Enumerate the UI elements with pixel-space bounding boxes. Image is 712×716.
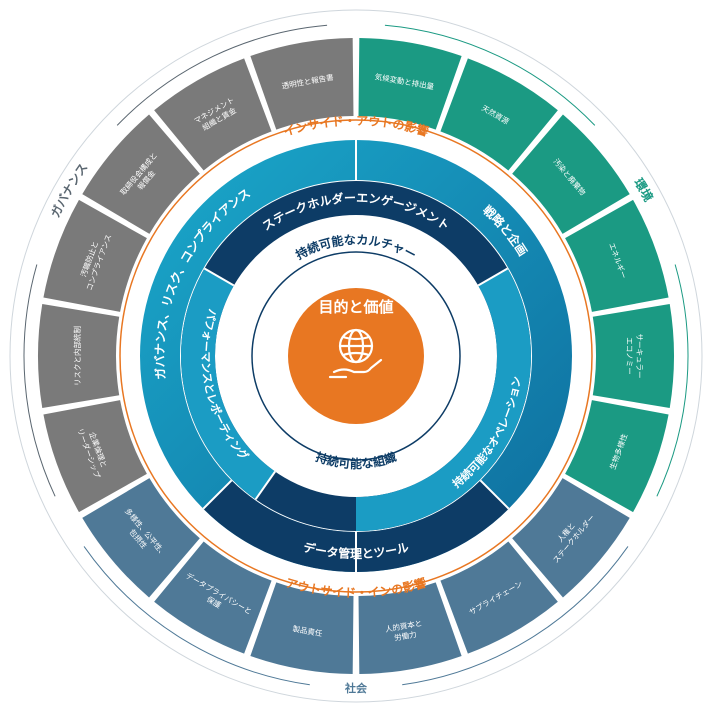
ring-divider (479, 479, 510, 510)
pillar-arc-governance (23, 264, 56, 497)
center-title: 目的と価値 (318, 298, 393, 316)
pillar-segment-governance (250, 38, 354, 130)
pillar-arc-society (83, 546, 310, 686)
pillar-segment-environment (592, 304, 674, 408)
ring-divider (254, 470, 276, 500)
pillar-segment-governance (38, 304, 120, 408)
segment-label: サーキュラーエコノミー (625, 334, 644, 379)
pillar-segment-environment (512, 114, 630, 234)
pillar-arc-society (402, 546, 629, 686)
ring-divider (203, 267, 235, 287)
pillar-segment-environment (358, 38, 462, 130)
pillar-segment-society (358, 582, 462, 674)
inner-culture-circle (251, 251, 461, 461)
pillar-segment-governance (82, 114, 200, 234)
ring-dividers (202, 140, 510, 572)
pillar-label-environment: 環境 (631, 176, 656, 204)
ring-overlays (181, 268, 531, 572)
pillar-segment-society (250, 582, 354, 674)
center-circle (288, 288, 424, 424)
pillar-arc-environment (656, 264, 689, 497)
pillar-arc-governance (116, 24, 328, 126)
ring-divider (477, 267, 509, 287)
pillar-segment-society (82, 478, 200, 598)
pillar-segment-society (440, 541, 558, 654)
data-management-band (203, 480, 509, 572)
operations-band (356, 268, 531, 531)
ring-divider (202, 479, 233, 510)
pillar-segment-governance (154, 58, 272, 171)
pillar-label-society: 社会 (344, 681, 368, 695)
pillar-segment-governance (43, 400, 147, 513)
pillar-segment-ring: 気候変動と排出量天然資源汚染と廃棄物エネルギーサーキュラーエコノミー生物多様性人… (38, 38, 674, 674)
pillar-segment-governance (43, 199, 147, 312)
segment-label: リスクと内部統制 (72, 326, 82, 386)
performance-band (181, 268, 276, 500)
globe-hand-icon (328, 328, 383, 379)
pillar-segment-environment (565, 400, 669, 513)
pillar-segment-society (512, 478, 630, 598)
pillar-segment-society (154, 541, 272, 654)
outer-guide-circle (9, 9, 703, 703)
pillar-segment-environment (565, 199, 669, 312)
pillar-arc-environment (384, 24, 596, 126)
pillar-segment-environment (440, 58, 558, 171)
